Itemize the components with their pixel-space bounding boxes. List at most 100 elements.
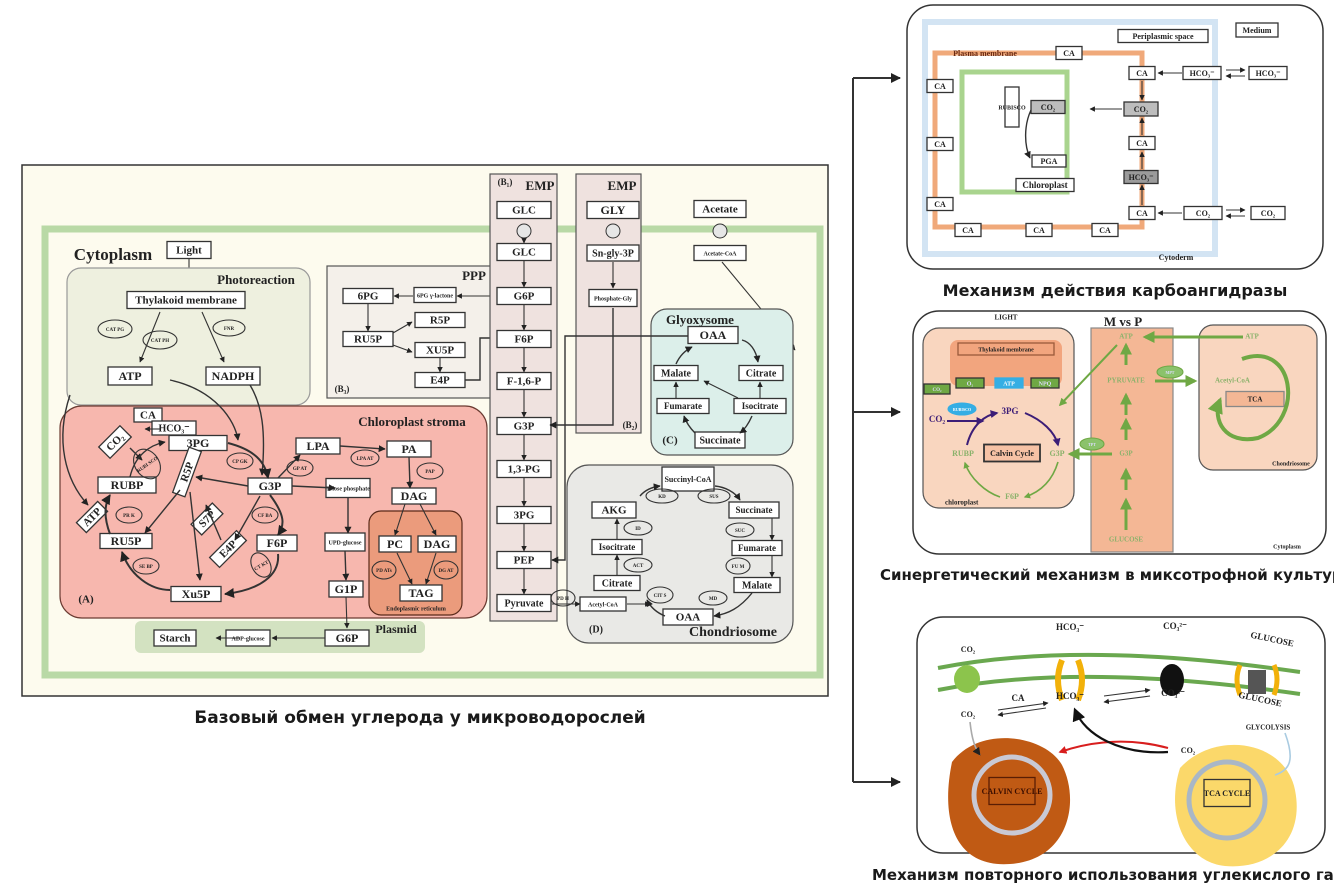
enzyme-pap-shape	[416, 462, 444, 480]
photoreaction-label: Photoreaction	[217, 272, 296, 287]
ca-enzyme-5: CA	[1025, 222, 1053, 238]
chondrio-malate-node-label: Malate	[742, 580, 773, 591]
mix-o2-node-box	[955, 377, 985, 389]
mix-thylakoid-label-label: Thylakoid membrane	[978, 347, 1034, 353]
mix-thylakoid-label: Thylakoid membrane	[957, 342, 1055, 356]
mix-chondriosome-label: Chondriosome	[1272, 461, 1310, 467]
s7p-node-box	[190, 502, 224, 536]
chondrio-arrow-succinyl-succinate	[714, 485, 741, 501]
acetate-node-box	[693, 199, 747, 219]
enzyme-pap: PAP	[416, 462, 444, 480]
f6p-node-label: F6P	[267, 536, 288, 550]
nadph-node-label: NADPH	[212, 369, 255, 383]
ca-enzyme-2: CA	[926, 136, 954, 152]
emp1-node-0-label: GLC	[512, 205, 536, 217]
mix-atp-node: ATP	[994, 377, 1024, 389]
enzyme-id-label: ID	[635, 527, 641, 532]
rubp-node-label: RUBP	[111, 478, 144, 492]
enzyme-cat-ph-shape	[142, 330, 178, 350]
g1p-node: G1P	[328, 580, 364, 598]
mix-tca-label-label: TCA	[1248, 396, 1263, 404]
ca-enzyme-0-label: CA	[1063, 49, 1075, 58]
ca-chloroplast-co2: CO₂	[1030, 99, 1066, 115]
recycle-co3-bottom: CO₃²⁻	[1161, 688, 1185, 698]
mix-tca-label: TCA	[1225, 390, 1285, 408]
ca-membrane-hco3: HCO₃⁻	[1123, 169, 1159, 185]
mix-co2-out-node-label: CO₂	[933, 388, 943, 393]
ca-periplasm-hco3-box	[1182, 65, 1222, 81]
recycle-arrow-eq1	[1103, 687, 1151, 697]
calvin-cycle-label: CALVIN CYCLE	[982, 776, 1042, 806]
pc-node: PC	[378, 535, 412, 553]
mix-npq-node: NPQ	[1030, 377, 1060, 389]
enzyme-pdat-label: PD ATs	[376, 569, 392, 574]
enzyme-dgat-label: DG AT	[438, 569, 454, 574]
emp1-node-8-label: PEP	[514, 555, 535, 567]
starch-node: Starch	[153, 629, 197, 647]
arrow-e4p-s7p	[205, 504, 222, 541]
ca-enzyme-8-box	[1128, 135, 1156, 151]
ppp-xu5p-node-box	[414, 341, 466, 359]
ca-node-box	[133, 407, 163, 423]
acetate-coa-node-box	[693, 244, 747, 262]
chondrio-oaa-node-box	[662, 608, 714, 626]
hco3-node: HCO₃⁻	[151, 420, 197, 436]
tca-cycle-label-box	[1203, 778, 1251, 808]
enzyme-act-label: ACT	[633, 564, 644, 569]
ca-chloroplast-label-box	[1015, 177, 1075, 193]
emp1-node-4-box	[496, 371, 552, 391]
ca-enzyme-6: CA	[1091, 222, 1119, 238]
membrane-top	[937, 652, 1301, 674]
emp1-label: EMP	[526, 178, 555, 193]
mix-arrow-3pg-g3p	[1024, 412, 1061, 447]
mix-npq-node-box	[1030, 377, 1060, 389]
arrow-atp-to-cpgk	[169, 379, 241, 441]
panel-c-label: (C)	[662, 435, 678, 447]
enzyme-cits-label: CIT S	[654, 594, 667, 599]
enzyme-sus-shape	[697, 488, 731, 504]
ca-plasma-membrane-label: Plasma membrane	[953, 49, 1017, 58]
emp1-node-6: 1,3-PG	[496, 459, 552, 479]
starch-node-label: Starch	[160, 633, 191, 645]
enzyme-suc: SUC	[725, 522, 755, 538]
caption-mixotrophic: Синергетический механизм в миксотрофной …	[880, 566, 1334, 584]
arrow-3pg-g3p	[227, 442, 272, 479]
arrow-g3p-r5p	[195, 474, 249, 487]
cytoplasm-label: Cytoplasm	[74, 245, 152, 264]
3pg-node: 3PG	[168, 434, 228, 452]
recycle-hco3-bottom: HCO₃⁻	[1056, 691, 1084, 701]
glyox-arrow-isocitrate-malate	[703, 380, 739, 399]
gly-node: GLY	[586, 200, 640, 220]
enzyme-rubisco-shape	[133, 448, 161, 480]
enzyme-pdh-label: PD H	[557, 597, 569, 602]
arrow-g3p-lpa	[277, 454, 301, 479]
chondrio-acetyl-coa-node-label: Acetyl-CoA	[588, 602, 619, 608]
enzyme-cfba-label: CF BA	[258, 514, 273, 519]
recycle-ca-label: CA	[1012, 693, 1025, 703]
ca-periplasmic-label: Periplasmic space	[1117, 28, 1209, 44]
enzyme-lpaat-label: LPA AT	[357, 457, 375, 462]
recycle-arrow-eq2	[1103, 695, 1151, 705]
enzyme-dgat: DG AT	[433, 560, 459, 580]
phosphate-gly-node-label: Phosphate-Gly	[594, 296, 632, 302]
dag-node: DAG	[391, 487, 437, 505]
chondrio-fumarate-node-box	[731, 539, 783, 557]
glyox-malate-node-label: Malate	[661, 368, 692, 379]
ca-enzyme-6-label: CA	[1099, 226, 1111, 235]
mix-mpt-enzyme: MPT	[1156, 365, 1184, 379]
emp1-node-5-label: G3P	[514, 421, 535, 433]
ca-periplasm-co2-box	[1183, 205, 1223, 221]
sn-gly-3p-node-box	[586, 244, 640, 262]
arrow-g3p-f6p	[269, 494, 288, 536]
ca-periplasm-co2-label: CO₂	[1196, 209, 1211, 218]
recycle-hco3-top: HCO₃⁻	[1056, 622, 1084, 632]
emp1-node-2-box	[496, 286, 552, 306]
arrow-g3p-triose	[291, 484, 336, 492]
glyox-arrow-isocitrate-succinate	[739, 415, 753, 434]
mix-f6p-label: F6P	[1005, 492, 1019, 501]
glyox-isocitrate-node: Isocitrate	[733, 397, 787, 415]
panel-d-label: (D)	[589, 624, 603, 635]
arrow-atp-to-stroma-atp	[62, 394, 89, 506]
r5p-node-box	[171, 446, 203, 498]
cytoderm-layer	[922, 19, 1218, 257]
